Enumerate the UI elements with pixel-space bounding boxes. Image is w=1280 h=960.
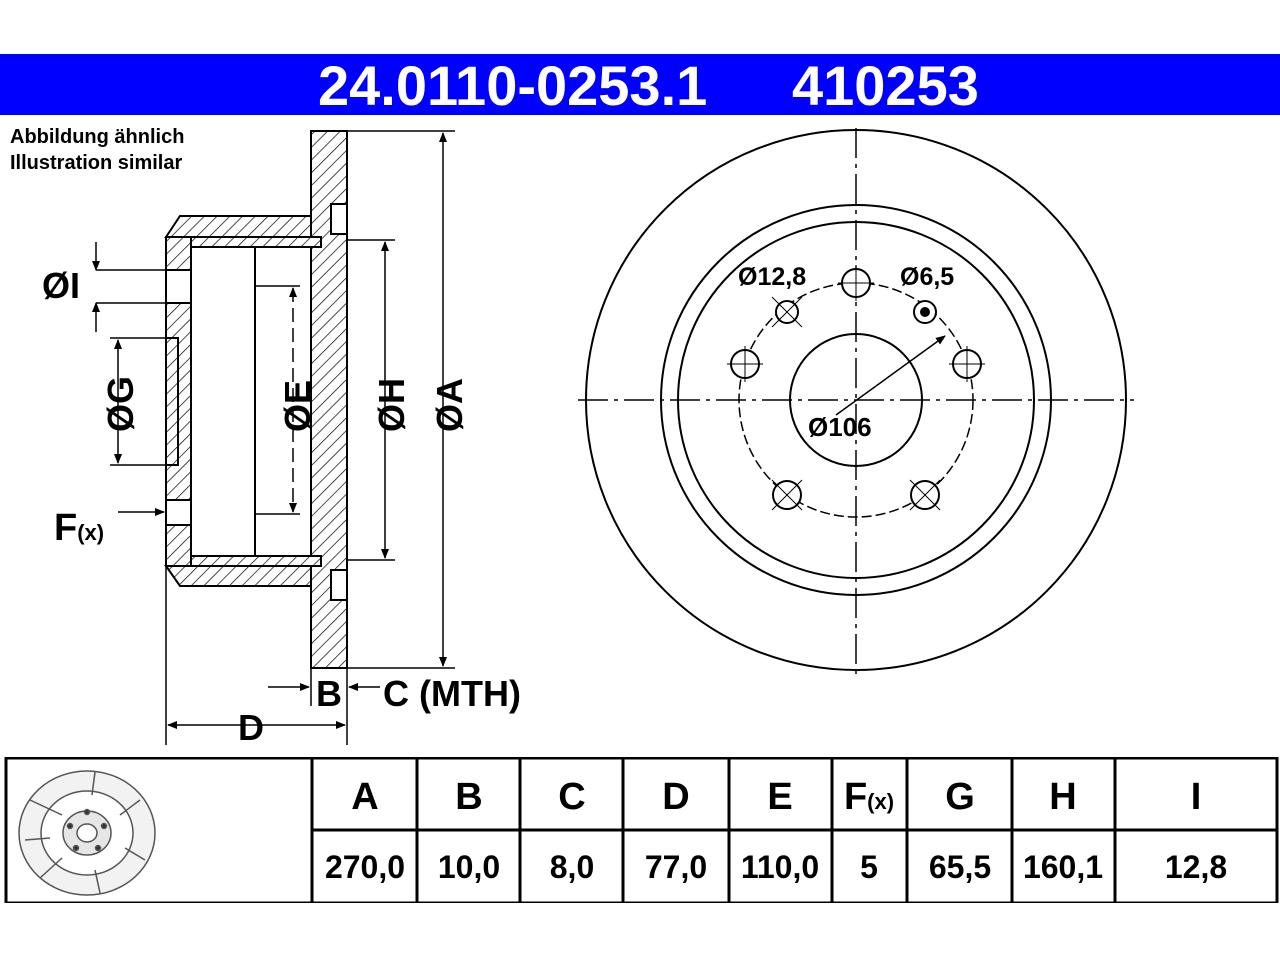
disc-thumbnail-icon bbox=[18, 770, 156, 896]
title-bar: 24.0110-0253.1 410253 bbox=[0, 54, 1280, 115]
label-c: C (MTH) bbox=[383, 673, 521, 714]
note-de: Abbildung ähnlich bbox=[10, 126, 185, 148]
col-header-f: F(x) bbox=[844, 776, 894, 818]
face-view-drawing: Ø12,8 Ø6,5 Ø106 bbox=[578, 128, 1134, 680]
hub-contour bbox=[165, 203, 348, 601]
label-dia-h: ØH bbox=[371, 378, 412, 432]
note-en: Illustration similar bbox=[10, 152, 183, 174]
bore-dimension-arrow bbox=[835, 335, 946, 416]
dimension-lines bbox=[92, 130, 455, 745]
col-header-e: E bbox=[767, 776, 792, 818]
value-g: 65,5 bbox=[929, 849, 991, 885]
col-header-b: B bbox=[455, 776, 482, 818]
disc-section bbox=[164, 130, 348, 669]
col-header-d: D bbox=[662, 776, 689, 818]
value-b: 10,0 bbox=[438, 849, 500, 885]
col-header-f-main: F bbox=[844, 776, 867, 818]
hole-crosshairs bbox=[727, 265, 985, 511]
col-header-a: A bbox=[351, 776, 378, 818]
label-dia-g: ØG bbox=[100, 376, 141, 432]
small-hole-center bbox=[920, 307, 930, 317]
label-f: F(x) bbox=[54, 507, 104, 549]
label-bolt-hole: Ø12,8 bbox=[738, 263, 806, 291]
illustration-note: Abbildung ähnlich Illustration similar bbox=[10, 124, 184, 176]
label-dia-i: ØI bbox=[42, 265, 80, 306]
value-a: 270,0 bbox=[325, 849, 405, 885]
value-d: 77,0 bbox=[645, 849, 707, 885]
label-f-sub: (x) bbox=[77, 520, 104, 545]
value-i: 12,8 bbox=[1165, 849, 1227, 885]
col-header-c: C bbox=[558, 776, 585, 818]
cross-section-drawing: ØI ØG ØE ØH ØA F(x) B C (MTH) D bbox=[42, 130, 521, 748]
label-dia-e: ØE bbox=[277, 380, 318, 432]
value-e: 110,0 bbox=[741, 849, 819, 885]
value-h: 160,1 bbox=[1023, 849, 1103, 885]
label-center-bore: Ø106 bbox=[808, 412, 872, 442]
label-dia-a: ØA bbox=[429, 378, 470, 432]
col-header-g: G bbox=[945, 776, 975, 818]
part-number: 24.0110-0253.1 bbox=[318, 54, 708, 117]
col-header-i: I bbox=[1191, 776, 1202, 818]
label-d: D bbox=[238, 707, 264, 748]
label-f-main: F bbox=[54, 507, 77, 549]
value-f: 5 bbox=[860, 849, 878, 885]
label-small-hole: Ø6,5 bbox=[900, 263, 954, 291]
value-c: 8,0 bbox=[550, 849, 594, 885]
short-number: 410253 bbox=[792, 54, 979, 117]
col-header-h: H bbox=[1049, 776, 1076, 818]
label-b: B bbox=[316, 673, 342, 714]
dimension-table: A B C D E F(x) G H I 270,0 10,0 8,0 77,0… bbox=[4, 757, 1279, 903]
col-header-f-sub: (x) bbox=[867, 789, 894, 814]
